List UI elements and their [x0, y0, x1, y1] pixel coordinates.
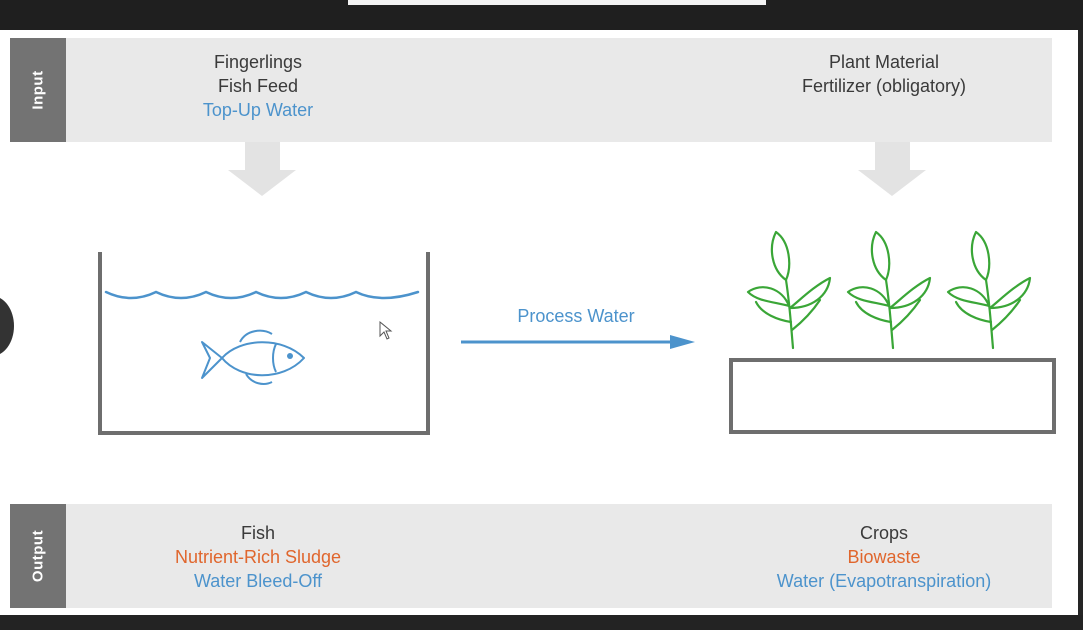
output-biowaste: Biowaste	[847, 547, 921, 567]
fish-input-arrow	[228, 142, 296, 196]
output-water-bleed-off: Water Bleed-Off	[193, 571, 323, 591]
plant-outputs: Crops Biowaste Water (Evapotranspiration…	[777, 521, 991, 593]
window-top-bar	[0, 0, 1083, 30]
plant-icon	[846, 230, 932, 350]
plant-inputs: Plant Material Fertilizer (obligatory)	[802, 50, 966, 98]
input-tag: Input	[10, 38, 66, 142]
window-right-edge	[1078, 30, 1083, 615]
plant-icon	[946, 230, 1032, 350]
fish-icon	[201, 329, 305, 385]
output-tag: Output	[10, 504, 66, 608]
process-water-label: Process Water	[517, 306, 635, 326]
fish-tank	[98, 252, 430, 435]
input-fertilizer: Fertilizer (obligatory)	[801, 76, 967, 96]
window-bottom-bar	[0, 615, 1083, 630]
process-water-arrow	[461, 335, 695, 349]
side-scroll-handle[interactable]	[0, 296, 14, 356]
input-fish-feed: Fish Feed	[217, 76, 299, 96]
plant-input-arrow	[858, 142, 926, 196]
plant-icon	[746, 230, 832, 350]
input-band: Input	[10, 38, 1052, 142]
fish-inputs: Fingerlings Fish Feed Top-Up Water	[203, 50, 313, 122]
output-crops: Crops	[859, 523, 909, 543]
output-fish: Fish	[240, 523, 276, 543]
output-band: Output	[10, 504, 1052, 608]
input-fingerlings: Fingerlings	[213, 52, 303, 72]
output-sludge: Nutrient-Rich Sludge	[174, 547, 342, 567]
diagram-slide: Input Output Fingerlings Fish Feed Top-U…	[0, 30, 1078, 615]
plant-bed	[729, 358, 1056, 434]
output-water-evapotranspiration: Water (Evapotranspiration)	[776, 571, 992, 591]
water-surface-icon	[104, 290, 420, 300]
mouse-cursor-icon	[379, 320, 393, 340]
plants-icon	[746, 230, 1032, 350]
fish-outputs: Fish Nutrient-Rich Sludge Water Bleed-Of…	[175, 521, 341, 593]
top-tab	[348, 0, 766, 5]
input-top-up-water: Top-Up Water	[202, 100, 314, 120]
diagram-artwork	[98, 142, 1056, 435]
input-plant-material: Plant Material	[828, 52, 940, 72]
